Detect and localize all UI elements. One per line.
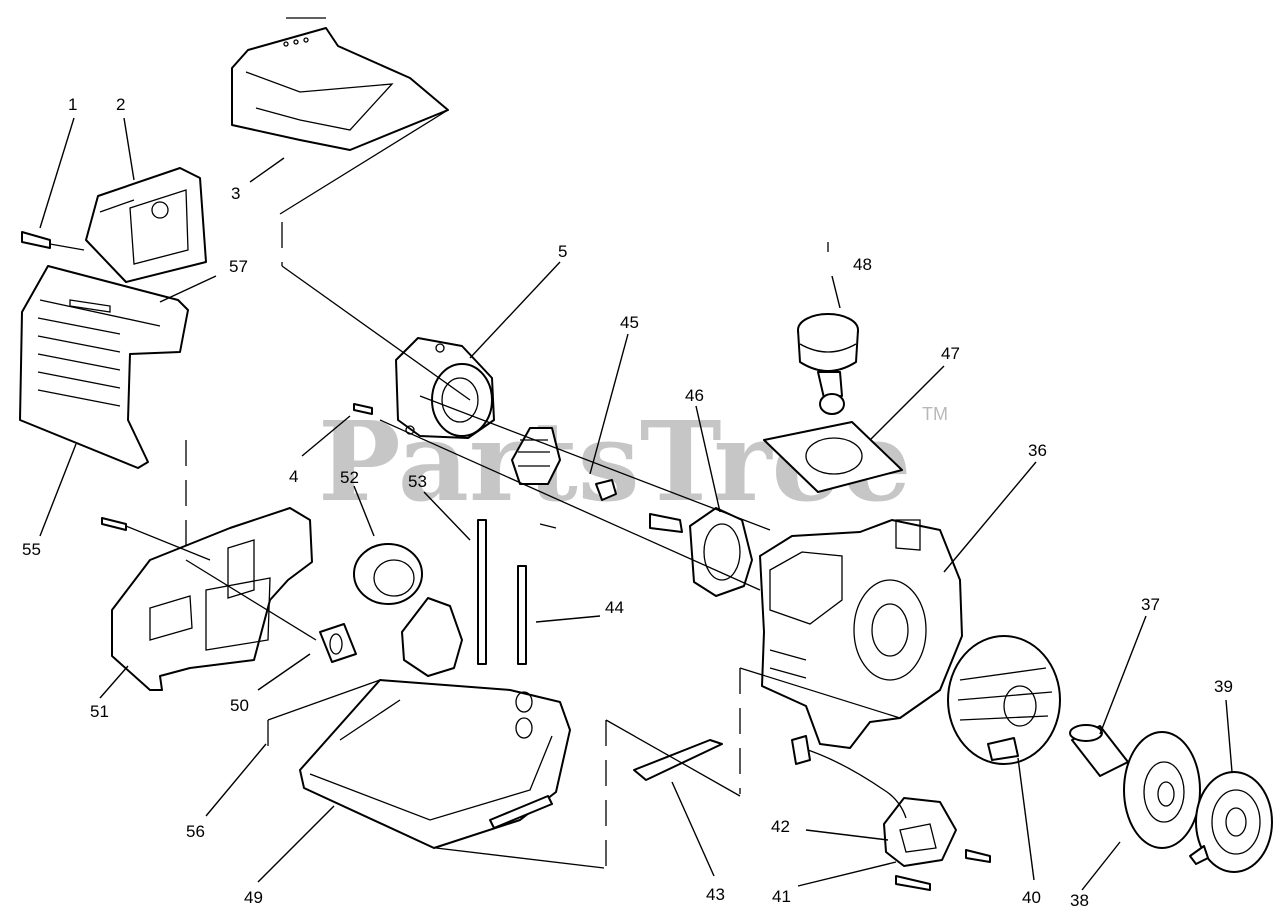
callout-42: 42 [771,817,790,836]
callout-53: 53 [408,472,427,491]
callout-2: 2 [116,95,125,114]
part-50-grommet [319,623,357,663]
part-51-screw [101,517,211,561]
callout-37: 37 [1141,595,1160,614]
callout-41: 41 [772,887,791,906]
part-38-pulley [1123,731,1201,849]
part-39-starter [1189,771,1273,873]
part-3-shroud [231,17,449,151]
callout-49: 49 [244,888,263,907]
callout-45: 45 [620,313,639,332]
callout-36: 36 [1028,441,1047,460]
callout-38: 38 [1070,891,1089,910]
leader-lines [39,117,1233,891]
callout-5: 5 [558,242,567,261]
part-44-pin [517,565,527,665]
part-48-piston [797,242,859,415]
part-53-pin [477,519,487,665]
callout-47: 47 [941,344,960,363]
part-36-crankcase [759,519,963,749]
part-49-base [299,597,571,849]
part-5-fan-housing [395,337,495,439]
callout-50: 50 [230,696,249,715]
part-55-front-housing [19,265,189,469]
callout-40: 40 [1022,888,1041,907]
part-46-gasket [689,507,753,597]
part-37-bushing [1069,724,1129,777]
callout-51: 51 [90,702,109,721]
part-47-gasket [763,421,903,493]
callout-4: 4 [289,467,298,486]
callout-52: 52 [340,468,359,487]
callout-56: 56 [186,822,205,841]
part-2-cover [85,167,207,283]
part-40-flywheel [947,635,1061,765]
part-43-strip [633,739,723,781]
watermark-trademark: TM [922,404,948,424]
callout-1: 1 [68,95,77,114]
part-41-42-ignition [791,735,991,891]
callout-3: 3 [231,184,240,203]
callout-57: 57 [229,257,248,276]
part-51-rear-housing [111,507,313,691]
callout-55: 55 [22,540,41,559]
part-45-shaft [511,427,683,533]
callout-44: 44 [605,598,624,617]
callout-43: 43 [706,885,725,904]
callout-48: 48 [853,255,872,274]
callout-46: 46 [685,386,704,405]
alignment-lines [185,109,901,870]
callout-labels: 1 2 3 5 57 48 45 47 46 36 4 52 53 55 44 … [22,95,1233,910]
part-4-screw [353,403,373,415]
callout-39: 39 [1214,677,1233,696]
part-1-screw [21,231,85,251]
part-52-nut [353,543,423,605]
